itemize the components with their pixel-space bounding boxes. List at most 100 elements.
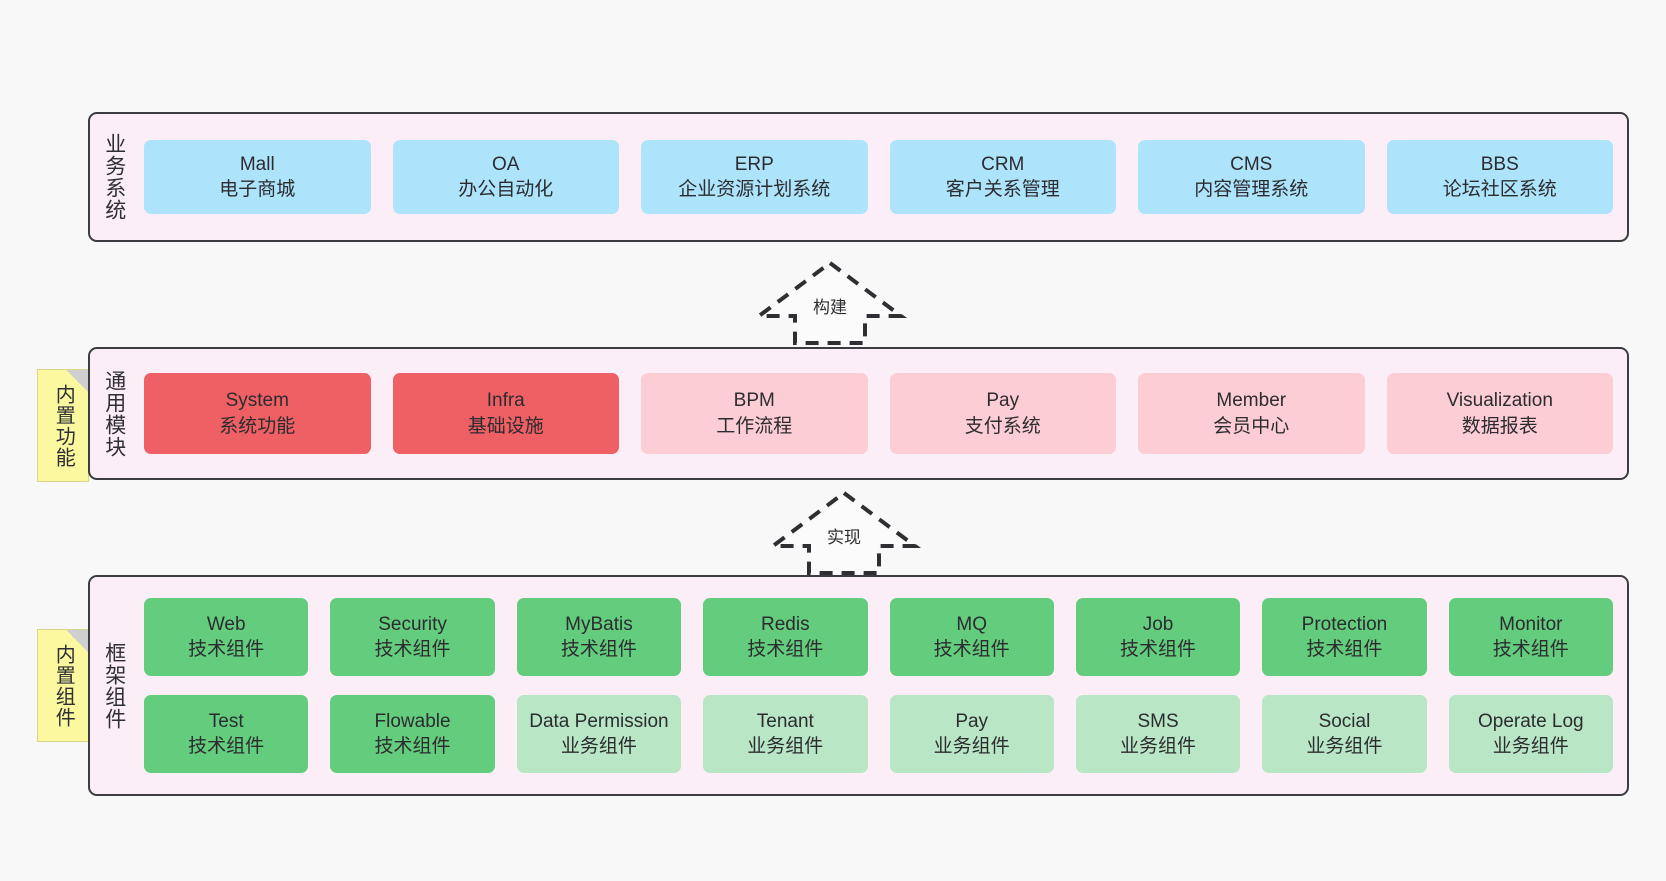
card-subtitle: 内容管理系统	[1194, 179, 1309, 200]
card-mybatis[interactable]: MyBatis 技术组件	[516, 598, 682, 676]
card-title: Test	[208, 710, 244, 732]
card-title: Flowable	[374, 710, 451, 732]
card-system[interactable]: System 系统功能	[144, 373, 371, 454]
card-subtitle: 技术组件	[1120, 639, 1197, 660]
card-tenant[interactable]: Tenant 业务组件	[703, 695, 868, 773]
card-job[interactable]: Job 技术组件	[1075, 598, 1241, 676]
note-fold-corner-icon	[66, 370, 88, 392]
card-title: Infra	[486, 390, 525, 412]
card-redis[interactable]: Redis 技术组件	[703, 598, 868, 676]
card-subtitle: 工作流程	[716, 415, 793, 437]
card-title: Social	[1318, 710, 1371, 732]
card-oa[interactable]: OA 办公自动化	[392, 140, 619, 214]
layer-business-system: 业务系统 Mall 电子商城 OA 办公自动化 ERP 企业资源计划系统 CRM…	[88, 112, 1629, 242]
card-subtitle: 论坛社区系统	[1442, 179, 1557, 200]
card-monitor[interactable]: Monitor 技术组件	[1448, 598, 1613, 676]
card-subtitle: 技术组件	[1492, 639, 1569, 660]
card-title: Data Permission	[529, 710, 669, 732]
card-subtitle: 会员中心	[1213, 415, 1290, 437]
card-subtitle: 电子商城	[219, 179, 296, 200]
card-subtitle: 办公自动化	[458, 179, 554, 200]
card-title: CRM	[981, 153, 1025, 175]
card-title: Visualization	[1446, 390, 1553, 412]
card-bpm[interactable]: BPM 工作流程	[641, 373, 868, 454]
card-subtitle: 技术组件	[1306, 639, 1383, 660]
card-row: System 系统功能 Infra 基础设施 BPM 工作流程 Pay 支付系统…	[144, 373, 1613, 454]
card-sms[interactable]: SMS 业务组件	[1075, 695, 1241, 773]
card-subtitle: 业务组件	[933, 736, 1010, 757]
card-cms[interactable]: CMS 内容管理系统	[1138, 140, 1365, 214]
card-mall[interactable]: Mall 电子商城	[144, 140, 371, 214]
card-erp[interactable]: ERP 企业资源计划系统	[641, 140, 868, 214]
card-title: ERP	[734, 153, 774, 175]
card-title: OA	[492, 153, 520, 175]
arrow-implement: 实现	[766, 489, 922, 575]
card-subtitle: 技术组件	[560, 639, 637, 660]
card-row: Mall 电子商城 OA 办公自动化 ERP 企业资源计划系统 CRM 客户关系…	[144, 140, 1613, 214]
card-row: Web 技术组件 Security 技术组件 MyBatis 技术组件 Redi…	[144, 598, 1613, 676]
card-title: SMS	[1137, 710, 1179, 732]
card-crm[interactable]: CRM 客户关系管理	[889, 140, 1116, 214]
note-builtin-component: 内置组件	[37, 629, 89, 742]
card-subtitle: 技术组件	[933, 639, 1010, 660]
note-fold-corner-icon	[66, 630, 88, 652]
note-label: 内置功能	[52, 383, 75, 468]
card-title: MyBatis	[565, 613, 633, 635]
card-protection[interactable]: Protection 技术组件	[1262, 598, 1427, 676]
arrow-build: 构建	[752, 259, 908, 345]
card-infra[interactable]: Infra 基础设施	[392, 373, 619, 454]
card-title: Operate Log	[1477, 710, 1584, 732]
card-title: Tenant	[756, 710, 814, 732]
card-subtitle: 业务组件	[560, 736, 637, 757]
card-subtitle: 技术组件	[747, 639, 824, 660]
card-title: Monitor	[1499, 613, 1563, 635]
card-flowable[interactable]: Flowable 技术组件	[330, 695, 495, 773]
layer-body-business: Mall 电子商城 OA 办公自动化 ERP 企业资源计划系统 CRM 客户关系…	[138, 114, 1627, 240]
layer-title-business: 业务系统	[102, 133, 126, 221]
layer-common-module: 通用模块 System 系统功能 Infra 基础设施 BPM 工作流程 Pay…	[88, 347, 1629, 480]
card-pay-business[interactable]: Pay 业务组件	[889, 695, 1054, 773]
card-row: Test 技术组件 Flowable 技术组件 Data Permission …	[144, 695, 1613, 773]
card-title: Pay	[986, 390, 1020, 412]
card-subtitle: 客户关系管理	[945, 179, 1060, 200]
card-visualization[interactable]: Visualization 数据报表	[1386, 373, 1613, 454]
card-subtitle: 业务组件	[747, 736, 824, 757]
layer-body-framework: Web 技术组件 Security 技术组件 MyBatis 技术组件 Redi…	[138, 577, 1627, 794]
card-title: Mall	[239, 153, 275, 175]
card-title: MQ	[956, 613, 987, 635]
card-subtitle: 基础设施	[467, 415, 544, 437]
note-builtin-function: 内置功能	[37, 369, 89, 482]
layer-title-framework: 框架组件	[102, 641, 126, 730]
card-title: System	[225, 390, 289, 412]
card-operate-log[interactable]: Operate Log 业务组件	[1448, 695, 1613, 773]
card-title: Redis	[761, 613, 810, 635]
arrow-implement-label: 实现	[827, 528, 861, 547]
layer-framework-component: 框架组件 Web 技术组件 Security 技术组件 MyBatis 技术组件…	[88, 575, 1629, 796]
card-title: CMS	[1230, 153, 1273, 175]
card-subtitle: 业务组件	[1492, 736, 1569, 757]
card-title: Protection	[1301, 613, 1388, 635]
card-member[interactable]: Member 会员中心	[1138, 373, 1365, 454]
card-web[interactable]: Web 技术组件	[144, 598, 309, 676]
card-subtitle: 业务组件	[1306, 736, 1383, 757]
card-title: Member	[1216, 390, 1287, 412]
card-pay[interactable]: Pay 支付系统	[889, 373, 1116, 454]
card-bbs[interactable]: BBS 论坛社区系统	[1386, 140, 1613, 214]
card-mq[interactable]: MQ 技术组件	[889, 598, 1054, 676]
card-title: BPM	[733, 390, 775, 412]
note-label: 内置组件	[52, 643, 75, 728]
card-social[interactable]: Social 业务组件	[1262, 695, 1427, 773]
layer-title-common: 通用模块	[102, 369, 126, 458]
card-data-permission[interactable]: Data Permission 业务组件	[516, 695, 682, 773]
card-subtitle: 技术组件	[374, 639, 451, 660]
card-subtitle: 技术组件	[374, 736, 451, 757]
card-subtitle: 数据报表	[1461, 415, 1538, 437]
card-subtitle: 系统功能	[219, 415, 296, 437]
card-title: Job	[1142, 613, 1174, 635]
card-test[interactable]: Test 技术组件	[144, 695, 309, 773]
card-security[interactable]: Security 技术组件	[330, 598, 495, 676]
card-subtitle: 技术组件	[188, 736, 265, 757]
card-subtitle: 支付系统	[964, 415, 1041, 437]
card-subtitle: 业务组件	[1120, 736, 1197, 757]
